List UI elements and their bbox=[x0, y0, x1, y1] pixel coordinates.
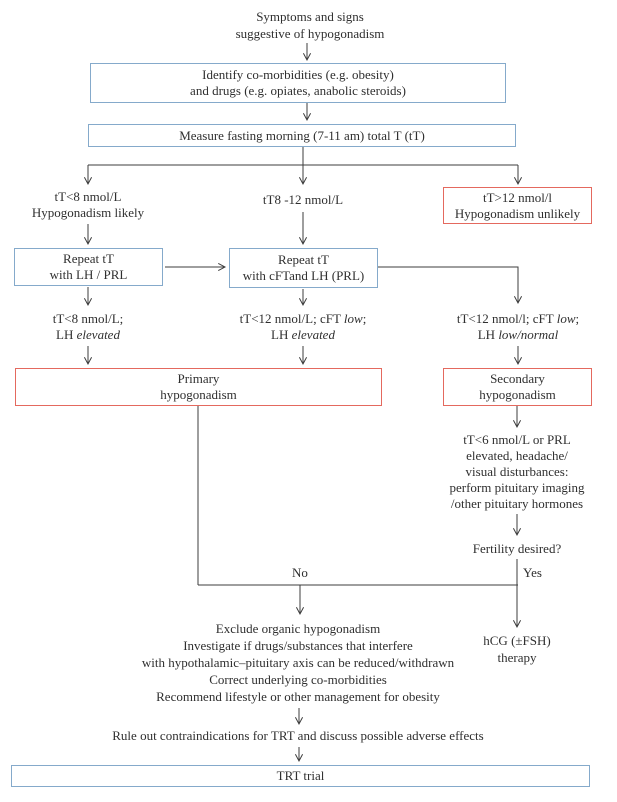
identify-comorbidities-box: Identify co-morbidities (e.g. obesity) a… bbox=[90, 63, 506, 103]
repeat-tt-lh-prl-box: Repeat tT with LH / PRL bbox=[14, 248, 163, 286]
no-label: No bbox=[292, 565, 308, 580]
hcg-therapy-label: hCG (±FSH) therapy bbox=[483, 633, 551, 665]
fertility-desired-label: Fertility desired? bbox=[472, 541, 562, 556]
yes-label: Yes bbox=[523, 565, 542, 580]
start-label: Symptoms and signs suggestive of hypogon… bbox=[235, 9, 385, 41]
hypogonadism-likely-label: tT<8 nmol/L Hypogonadism likely bbox=[31, 189, 145, 220]
hypogonadism-unlikely-box: tT>12 nmol/l Hypogonadism unlikely bbox=[443, 187, 592, 224]
rule-out-trt-label: Rule out contraindications for TRT and d… bbox=[112, 728, 484, 743]
tt-8-12-label: tT8 -12 nmol/L bbox=[262, 192, 344, 207]
secondary-hypogonadism-box: Secondary hypogonadism bbox=[443, 368, 592, 406]
result-right-label: tT<12 nmol/l; cFT low; LH low/normal bbox=[456, 311, 580, 342]
trt-trial-box: TRT trial bbox=[11, 765, 590, 787]
measure-tt-box: Measure fasting morning (7-11 am) total … bbox=[88, 124, 516, 147]
result-left-label: tT<8 nmol/L; LH elevated bbox=[52, 311, 124, 342]
result-mid-label: tT<12 nmol/L; cFT low; LH elevated bbox=[239, 311, 367, 342]
pituitary-workup-label: tT<6 nmol/L or PRL elevated, headache/ v… bbox=[449, 432, 585, 511]
primary-hypogonadism-box: Primary hypogonadism bbox=[15, 368, 382, 406]
management-steps-label: Exclude organic hypogonadism Investigate… bbox=[141, 621, 455, 704]
repeat-tt-cft-lh-box: Repeat tT with cFTand LH (PRL) bbox=[229, 248, 378, 288]
